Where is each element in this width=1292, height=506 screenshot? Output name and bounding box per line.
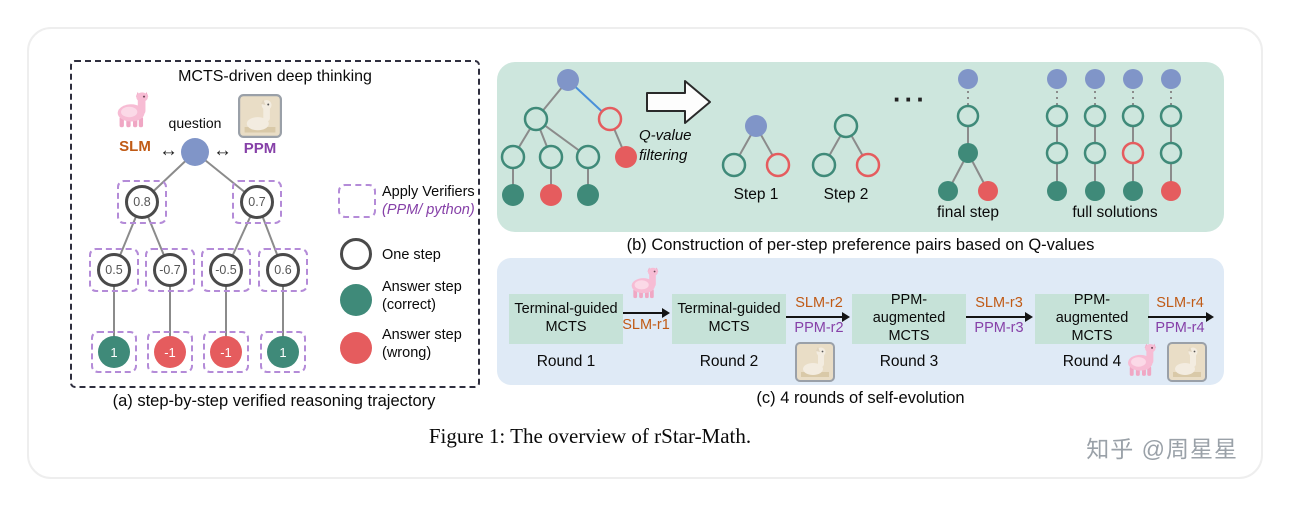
legend-one-step-icon bbox=[340, 238, 372, 270]
full-solutions-label: full solutions bbox=[1072, 204, 1158, 221]
panel-c: Terminal-guided MCTS Terminal-guided MCT… bbox=[497, 258, 1224, 385]
legend-correct-icon bbox=[340, 284, 372, 316]
answer-node-wrong: -1 bbox=[210, 336, 242, 368]
panel-b-caption: (b) Construction of per-step preference … bbox=[626, 236, 1095, 254]
legend-verifier-text: Apply Verifiers (PPM/ python) bbox=[382, 183, 480, 219]
tree-node-q: -0.7 bbox=[153, 253, 187, 287]
ellipsis-icon: ··· bbox=[893, 84, 928, 114]
answer-node-correct: 1 bbox=[267, 336, 299, 368]
panel-a-caption: (a) step-by-step verified reasoning traj… bbox=[112, 392, 436, 410]
verifier-box bbox=[147, 331, 193, 373]
final-step-label: final step bbox=[936, 204, 1000, 221]
question-label: question bbox=[168, 115, 222, 131]
verifier-box bbox=[203, 331, 249, 373]
slm-llama-icon bbox=[110, 88, 156, 134]
panel-c-caption: (c) 4 rounds of self-evolution bbox=[756, 389, 965, 407]
ppm-portrait-icon bbox=[795, 342, 835, 382]
legend-wrong-icon bbox=[340, 332, 372, 364]
verifier-box bbox=[145, 248, 195, 292]
verifier-box bbox=[91, 331, 137, 373]
block-arrow-icon bbox=[646, 80, 711, 124]
flow-arrow bbox=[966, 312, 1033, 322]
round-2-label: Round 2 bbox=[699, 353, 759, 370]
legend-verifier-icon bbox=[338, 184, 376, 218]
verifier-box bbox=[117, 180, 167, 224]
slm-r3-label: SLM-r3 bbox=[975, 295, 1023, 311]
stage-terminal-mcts-2: Terminal-guided MCTS bbox=[672, 294, 786, 344]
legend-answer-wrong: Answer step (wrong) bbox=[382, 327, 462, 362]
flow-arrow bbox=[623, 308, 670, 318]
double-arrow-icon: ↔ bbox=[159, 140, 178, 161]
slm-label: SLM bbox=[119, 138, 151, 155]
flow-arrow bbox=[1148, 312, 1214, 322]
legend-answer-correct: Answer step (correct) bbox=[382, 279, 462, 314]
flow-arrow bbox=[786, 312, 850, 322]
final-step-chain bbox=[938, 69, 998, 201]
answer-node-correct: 1 bbox=[98, 336, 130, 368]
slm-llama-icon bbox=[625, 264, 665, 304]
step2-label: Step 2 bbox=[823, 186, 869, 203]
ppm-portrait-icon bbox=[1167, 342, 1207, 382]
step1-tree bbox=[721, 115, 791, 178]
watermark: 知乎 @周星星 bbox=[1086, 436, 1238, 462]
step2-tree bbox=[811, 113, 881, 178]
slm-r4-label: SLM-r4 bbox=[1156, 295, 1204, 311]
panel-a: MCTS-driven deep thinking bbox=[70, 60, 480, 388]
ppm-label: PPM bbox=[243, 140, 277, 157]
full-solution-chains bbox=[1045, 69, 1183, 201]
round-3-label: Round 3 bbox=[879, 353, 939, 370]
legend-verifier-detail: (PPM/ python) bbox=[382, 202, 475, 219]
round-1-label: Round 1 bbox=[536, 353, 596, 370]
tree-node-q: 0.5 bbox=[97, 253, 131, 287]
root-question-node bbox=[181, 138, 209, 166]
tree-node-q: -0.5 bbox=[209, 253, 243, 287]
panel-a-title: MCTS-driven deep thinking bbox=[178, 68, 372, 85]
ppm-r4-label: PPM-r4 bbox=[1155, 320, 1205, 336]
ppm-r3-label: PPM-r3 bbox=[974, 320, 1024, 336]
slm-r1-label: SLM-r1 bbox=[622, 317, 670, 333]
round-4-label: Round 4 bbox=[1062, 353, 1122, 370]
answer-node-wrong: -1 bbox=[154, 336, 186, 368]
stage-terminal-mcts-1: Terminal-guided MCTS bbox=[509, 294, 623, 344]
ppm-portrait-icon bbox=[238, 94, 282, 138]
figure-caption: Figure 1: The overview of rStar-Math. bbox=[428, 424, 752, 448]
verifier-box bbox=[232, 180, 282, 224]
panel-b: Q-value filtering Step 1 Step 2 ··· fina… bbox=[497, 62, 1224, 232]
verifier-box bbox=[89, 248, 139, 292]
legend-apply-verifiers: Apply Verifiers bbox=[382, 184, 475, 200]
tree-node-q: 0.6 bbox=[266, 253, 300, 287]
qvalue-filtering-label: Q-value filtering bbox=[639, 127, 692, 164]
verifier-box bbox=[260, 331, 306, 373]
stage-ppm-mcts-3: PPM-augmented MCTS bbox=[852, 292, 966, 344]
panel-b-trees bbox=[500, 69, 1183, 206]
double-arrow-icon: ↔ bbox=[213, 140, 232, 161]
tree-node-q: 0.7 bbox=[240, 185, 274, 219]
verifier-box bbox=[201, 248, 251, 292]
tree-node-q: 0.8 bbox=[125, 185, 159, 219]
legend-one-step: One step bbox=[382, 247, 441, 263]
slm-r2-label: SLM-r2 bbox=[795, 295, 843, 311]
stage-ppm-mcts-4: PPM-augmented MCTS bbox=[1035, 292, 1149, 344]
qvalue-source-tree bbox=[500, 69, 637, 206]
slm-llama-icon bbox=[1121, 340, 1163, 382]
ppm-r2-label: PPM-r2 bbox=[794, 320, 844, 336]
step1-label: Step 1 bbox=[733, 186, 779, 203]
verifier-box bbox=[258, 248, 308, 292]
